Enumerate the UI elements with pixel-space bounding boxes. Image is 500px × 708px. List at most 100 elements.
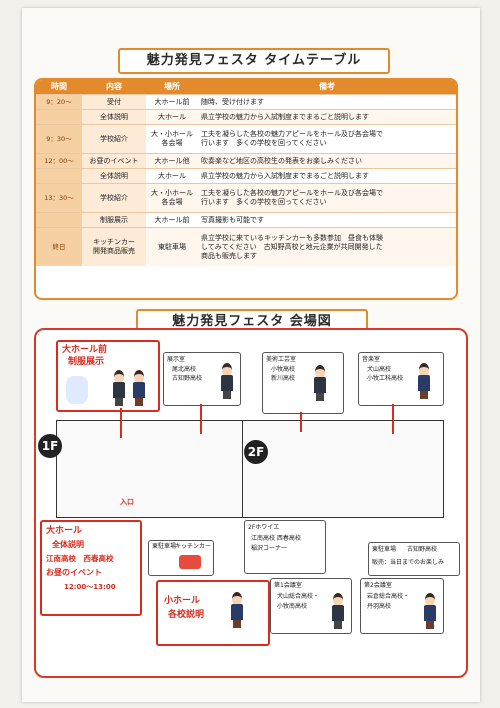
header-item: 内容 (106, 82, 122, 91)
cell-item: 受付 (82, 95, 146, 109)
floor2-plan (242, 420, 444, 518)
floor1-marker: 1F (38, 434, 62, 458)
cell-time: 13：30～ (36, 184, 82, 212)
conf2-school-1: 岩倉総合高校・ (367, 593, 410, 600)
cell-item: 学校紹介 (82, 184, 146, 212)
foyer-school-1: 江南高校 西春高校 (251, 535, 301, 542)
student-boy-icon (112, 370, 126, 406)
conf-room-2-box: 第2会議室 岩倉総合高校・ 丹羽高校 (360, 578, 444, 634)
art-room-box: 美術工芸室 小牧高校 新川高校 (262, 352, 344, 414)
cell-time: 9：20～ (36, 95, 82, 109)
exhibit-school-2: 古知野高校 (172, 375, 203, 382)
cell-place: 大ホール前 (154, 97, 190, 106)
floor2-marker: 2F (244, 440, 268, 464)
cell-note: 工夫を凝らした各校の魅力アピールをホール及び各会場で 行います 多くの学校を回っ… (201, 130, 383, 147)
cell-note: 写真撮影も可能です (201, 215, 264, 224)
timetable-row: 9：20～受付大ホール前 随時、受け付けます (36, 94, 456, 109)
student-girl-icon (132, 370, 146, 406)
uniform-display-box: 大ホール前 制服展示 (56, 340, 160, 412)
timetable-row: 全体説明 大ホール 県立学校の魅力から入試制度までまるごと説明します (36, 168, 456, 183)
conf1-school-1: 犬山総合高校・ (277, 593, 320, 600)
cell-place: 大ホール前 (154, 215, 190, 224)
conf-room-1-box: 第1会議室 犬山総合高校・ 小牧南高校 (270, 578, 352, 634)
big-hall-title: 大ホール (46, 526, 83, 536)
big-hall-line4: 12:00～13:00 (64, 583, 116, 591)
exhibit-title: 展示室 (167, 356, 186, 363)
cell-time: 終日 (36, 228, 82, 266)
cell-item: 制服展示 (82, 213, 146, 227)
cell-item: 全体説明 (82, 110, 146, 124)
big-hall-box: 大ホール 全体説明 江南高校 西春高校 お昼のイベント 12:00～13:00 (40, 520, 142, 616)
cell-place: 大ホール (158, 171, 186, 180)
kitchen-car-icon (179, 555, 201, 569)
east-parking-1f-box: 東駐車場 キッチンカー (148, 540, 214, 576)
east-parking-2f-box: 東駐車場 古知野高校 販売：当日までのお楽しみ (368, 542, 460, 576)
small-hall-line1: 小ホール (164, 596, 201, 606)
music-title: 音楽室 (362, 356, 381, 363)
cell-place: 大ホール他 (154, 156, 190, 165)
cell-note: 県立学校に来ているキッチンカーも多数参加 昼食も体験 してみてください 古知野高… (201, 233, 383, 260)
uniform-line1: 大ホール前 (62, 345, 108, 355)
cell-place: 大・小ホール 各会場 (151, 130, 193, 147)
student-girl-icon (230, 592, 244, 628)
student-boy-icon (220, 363, 234, 399)
timetable-row: 制服展示大ホール前 写真撮影も可能です (36, 212, 456, 227)
music-room-box: 音楽室 犬山高校 小牧工科高校 (358, 352, 444, 406)
student-girl-icon (417, 363, 431, 399)
conf1-title: 第1会議室 (274, 582, 302, 589)
band-illustration (42, 616, 150, 662)
timetable-row: 13：30～学校紹介大・小ホール 各会場工夫を凝らした各校の魅力アピールをホール… (36, 183, 456, 212)
cell-note: 随時、受け付けます (201, 97, 264, 106)
header-note: 備考 (319, 82, 335, 91)
cell-time (36, 169, 82, 183)
cell-time (36, 110, 82, 124)
art-school-2: 新川高校 (271, 375, 296, 382)
big-hall-line1: 全体説明 (52, 540, 84, 549)
east-parking-2f-note: 販売：当日までのお楽しみ (372, 559, 445, 566)
exhibit-room-box: 展示室 尾北高校 古知野高校 (163, 352, 241, 406)
cell-note: 県立学校の魅力から入試制度までまるごと説明します (201, 171, 369, 180)
cell-time: 12：00～ (36, 154, 82, 168)
small-hall-box: 小ホール 各校説明 (156, 580, 270, 646)
student-girl-icon (423, 593, 437, 629)
cell-item: 全体説明 (82, 169, 146, 183)
cell-note: 吹奏楽など地区の高校生の発表をお楽しみください (201, 156, 362, 165)
floor1-plan (56, 420, 248, 518)
timetable-row: 12：00～お昼のイベント大ホール他 吹奏楽など地区の高校生の発表をお楽しみくださ… (36, 153, 456, 168)
leader-line (120, 408, 122, 438)
timetable-row: 9：30～学校紹介大・小ホール 各会場工夫を凝らした各校の魅力アピールをホール及… (36, 124, 456, 153)
exhibit-school-1: 尾北高校 (172, 366, 197, 373)
east-parking-2f-sub: 古知野高校 (407, 546, 438, 553)
cell-note: 工夫を凝らした各校の魅力アピールをホール及び各会場で 行います 多くの学校を回っ… (201, 189, 383, 206)
timetable-row: 全体説明 大ホール 県立学校の魅力から入試制度までまるごと説明します (36, 109, 456, 124)
leader-line (392, 404, 394, 434)
student-boy-icon (331, 593, 345, 629)
leader-line (200, 404, 202, 434)
uniform-line2: 制服展示 (68, 357, 105, 367)
timetable: 時間 内容 場所 備考 9：20～受付大ホール前随時、受け付けます全体説明大ホー… (34, 78, 458, 300)
cell-time (36, 213, 82, 227)
timetable-rows: 9：20～受付大ホール前随時、受け付けます全体説明大ホール県立学校の魅力から入試… (36, 94, 456, 266)
music-school-2: 小牧工科高校 (367, 375, 404, 382)
music-school-1: 犬山高校 (367, 366, 392, 373)
cell-item: お昼のイベント (82, 154, 146, 168)
big-hall-line3: お昼のイベント (46, 568, 102, 577)
entrance-label: 入口 (120, 498, 134, 506)
conf2-school-2: 丹羽高校 (367, 603, 392, 610)
pointing-hand-icon (66, 376, 88, 404)
conf2-title: 第2会議室 (364, 582, 392, 589)
big-hall-line2: 江南高校 西春高校 (46, 554, 114, 563)
kitchen-car-label: キッチンカー (175, 543, 212, 550)
foyer-title: 2Fホワイエ (248, 524, 280, 531)
header-place: 場所 (164, 82, 180, 91)
student-boy-icon (313, 365, 327, 401)
timetable-title: 魅力発見フェスタ タイムテーブル (118, 48, 390, 74)
cell-note: 県立学校の魅力から入試制度までまるごと説明します (201, 112, 369, 121)
cell-place: 大ホール (158, 112, 186, 121)
header-time: 時間 (51, 82, 67, 91)
east-parking-1f-label: 東駐車場 (152, 543, 177, 550)
small-hall-line2: 各校説明 (168, 610, 205, 620)
cell-item: キッチンカー 開発商品販売 (82, 228, 146, 266)
cell-item: 学校紹介 (82, 125, 146, 153)
art-school-1: 小牧高校 (271, 366, 296, 373)
